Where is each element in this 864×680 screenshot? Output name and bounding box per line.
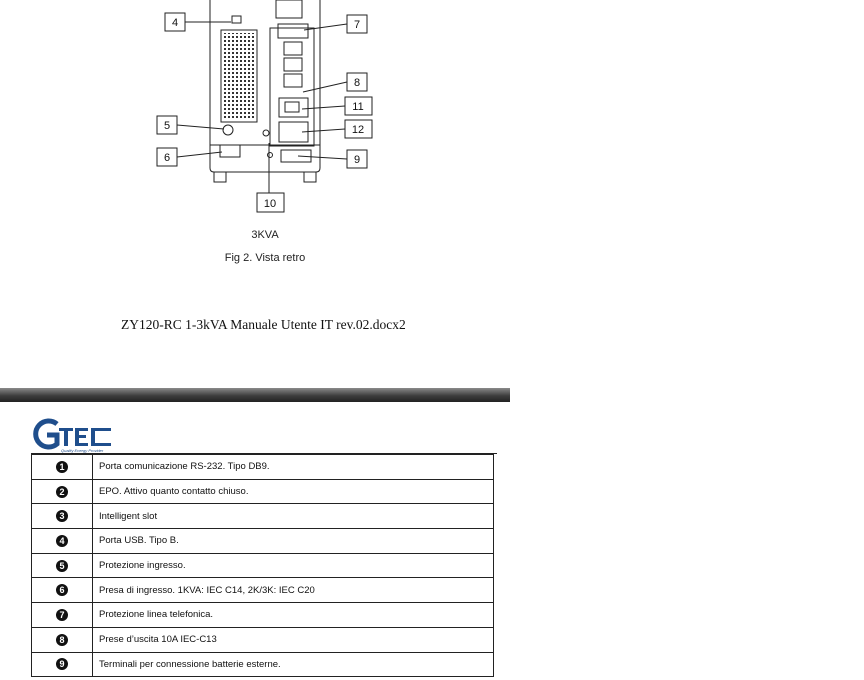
input-protection-fuse <box>222 124 234 136</box>
model-label: 3KVA <box>251 229 279 241</box>
number-badge: 2 <box>56 485 68 498</box>
ups-body-outline <box>209 0 321 173</box>
table-row: 1 Porta comunicazione RS-232. Tipo DB9. <box>31 454 494 480</box>
callout-label: 5 <box>164 120 170 132</box>
breaker-box-11 <box>278 97 309 118</box>
vent-dots <box>224 33 254 119</box>
number-badge: 8 <box>56 633 68 646</box>
callout-label: 12 <box>352 124 364 136</box>
number-badge: 4 <box>56 534 68 547</box>
row-description: Porta comunicazione RS-232. Tipo DB9. <box>92 454 494 480</box>
table-row: 4 Porta USB. Tipo B. <box>31 528 494 554</box>
number-badge: 1 <box>56 460 68 473</box>
row-number-cell: 1 <box>31 454 93 480</box>
usb-port <box>231 15 242 24</box>
callout-label: 7 <box>354 19 360 31</box>
document-footer: ZY120-RC 1-3kVA Manuale Utente IT rev.02… <box>121 317 406 332</box>
gtec-logo: Quality Energy Provider <box>31 416 116 454</box>
outlet-2 <box>283 57 303 72</box>
callout-box-10 <box>256 192 285 213</box>
number-badge: 5 <box>56 559 68 572</box>
row-number-cell: 5 <box>31 552 93 579</box>
number-badge: 3 <box>56 510 68 523</box>
row-description: EPO. Attivo quanto contatto chiuso. <box>92 478 494 505</box>
row-description: Prese d’uscita 10A IEC-C13 <box>92 626 494 653</box>
breaker-inner-11 <box>284 101 300 113</box>
callout-label: 4 <box>172 17 178 29</box>
top-slot <box>275 0 303 19</box>
row-number-cell: 4 <box>31 528 93 554</box>
table-row: 5 Protezione ingresso. <box>31 552 494 579</box>
callout-label: 8 <box>354 77 360 89</box>
figure-caption: Fig 2. Vista retro <box>224 252 306 264</box>
row-number-cell: 7 <box>31 602 93 628</box>
page-separator-bar <box>0 388 510 402</box>
right-panel <box>269 27 315 147</box>
outlet-3 <box>283 73 303 88</box>
row-description: Presa di ingresso. 1KVA: IEC C14, 2K/3K:… <box>92 577 494 604</box>
rear-view-figure: 4 5 6 7 8 9 10 11 12 3KVA Fig 2. Vista r… <box>0 0 864 275</box>
svg-text:Quality Energy Provider: Quality Energy Provider <box>61 448 104 453</box>
callout-label: 11 <box>352 101 363 113</box>
row-description: Protezione ingresso. <box>92 552 494 579</box>
row-description: Protezione linea telefonica. <box>92 602 494 628</box>
table-row: 7 Protezione linea telefonica. <box>31 602 494 628</box>
battery-terminal-block <box>280 149 312 163</box>
row-number-cell: 3 <box>31 503 93 530</box>
table-row: 2 EPO. Attivo quanto contatto chiuso. <box>31 478 494 505</box>
ups-rear-diagram: 4 5 6 7 8 9 10 11 12 <box>156 0 373 213</box>
vent-grid <box>220 29 258 123</box>
terminal-screw <box>267 152 273 158</box>
ups-feet <box>213 172 317 183</box>
header-rule <box>31 453 497 454</box>
number-badge: 9 <box>56 658 68 671</box>
callout-label: 6 <box>164 152 170 164</box>
gtec-logo-mark: Quality Energy Provider <box>33 418 111 453</box>
legend-table: 1 Porta comunicazione RS-232. Tipo DB9. 2 E… <box>31 454 494 678</box>
row-description: Porta USB. Tipo B. <box>92 528 494 554</box>
row-number-cell: 6 <box>31 577 93 604</box>
row-description: Terminali per connessione batterie ester… <box>92 651 494 678</box>
row-number-cell: 2 <box>31 478 93 505</box>
table-row: 9 Terminali per connessione batterie este… <box>31 651 494 678</box>
callout-label: 9 <box>354 154 360 166</box>
phone-protection-block <box>277 23 309 39</box>
table-row: 3 Intelligent slot <box>31 503 494 530</box>
number-badge: 7 <box>56 608 68 621</box>
legend-body: 1 Porta comunicazione RS-232. Tipo DB9. 2 E… <box>31 454 494 678</box>
table-row: 6 Presa di ingresso. 1KVA: IEC C14, 2K/3K… <box>31 577 494 604</box>
input-socket <box>219 144 241 158</box>
callout-label: 10 <box>264 198 276 210</box>
row-number-cell: 9 <box>31 651 93 678</box>
row-description: Intelligent slot <box>92 503 494 530</box>
row-number-cell: 8 <box>31 626 93 653</box>
number-badge: 6 <box>56 584 68 597</box>
ground-screw <box>262 129 270 137</box>
outlet-1 <box>283 41 303 56</box>
table-row: 8 Prese d’uscita 10A IEC-C13 <box>31 626 494 653</box>
